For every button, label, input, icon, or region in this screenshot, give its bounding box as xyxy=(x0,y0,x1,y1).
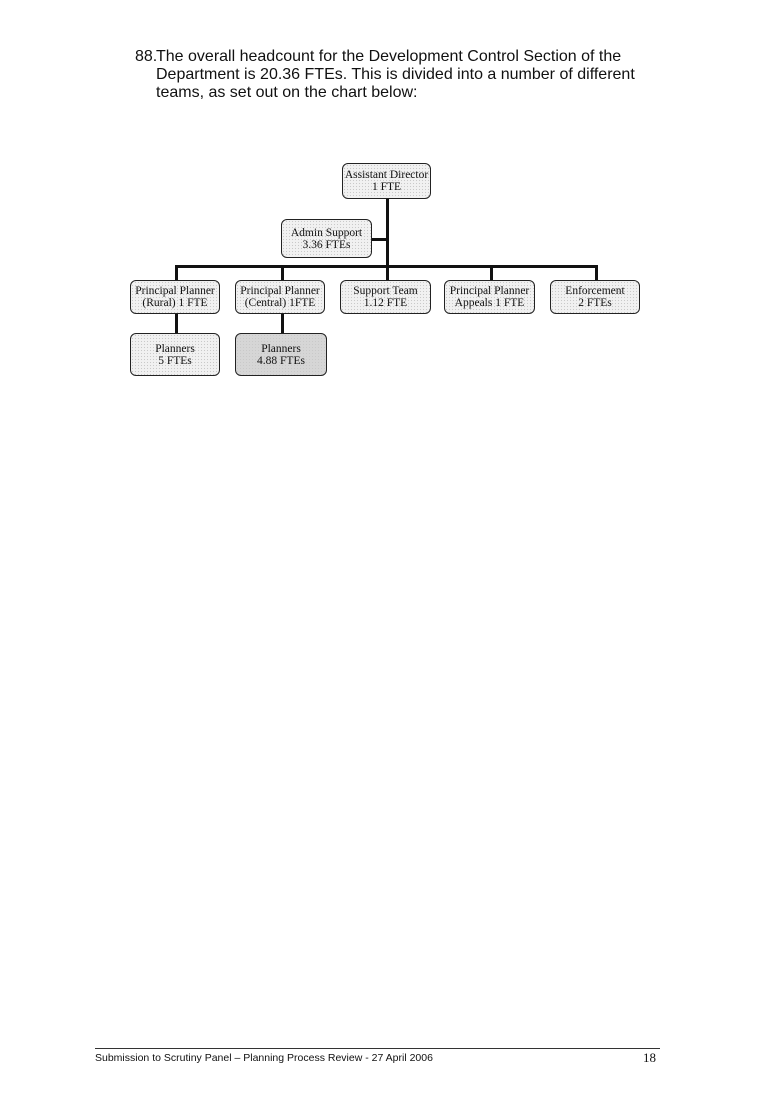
box-support-team: Support Team 1.12 FTE xyxy=(340,280,431,314)
box-support-team-title: Support Team xyxy=(353,285,418,297)
box-admin-support-fte: 3.36 FTEs xyxy=(302,238,351,251)
connector-director-trunk xyxy=(386,198,389,266)
box-assistant-director-fte: 1 FTE xyxy=(371,181,402,193)
footer-rule xyxy=(95,1048,660,1049)
box-principal-planner-appeals: Principal Planner Appeals 1 FTE xyxy=(444,280,535,314)
paragraph-88: 88. The overall headcount for the Develo… xyxy=(135,48,675,102)
connector-support xyxy=(386,265,389,281)
box-enforcement-fte: 2 FTEs xyxy=(578,297,612,309)
box-planners-central: Planners 4.88 FTEs xyxy=(235,333,327,376)
box-planners-rural-title: Planners xyxy=(155,342,195,355)
connector-admin xyxy=(371,238,387,241)
box-principal-planner-appeals-title: Principal Planner xyxy=(449,285,530,297)
footer-text: Submission to Scrutiny Panel – Planning … xyxy=(95,1052,433,1064)
box-planners-central-fte: 4.88 FTEs xyxy=(257,354,305,367)
box-assistant-director: Assistant Director 1 FTE xyxy=(342,163,431,199)
box-enforcement-title: Enforcement xyxy=(565,285,625,297)
box-admin-support: Admin Support 3.36 FTEs xyxy=(281,219,372,258)
box-principal-planner-central-title: Principal Planner xyxy=(240,285,320,297)
paragraph-body: Department is 20.36 FTEs. This is divide… xyxy=(156,66,635,101)
connector-appeals xyxy=(490,265,493,281)
paragraph-line-1: The overall headcount for the Developmen… xyxy=(156,48,622,65)
box-principal-planner-rural-fte: (Rural) 1 FTE xyxy=(142,297,208,309)
box-admin-support-title: Admin Support xyxy=(290,226,363,239)
box-assistant-director-title: Assistant Director xyxy=(344,169,429,181)
box-enforcement: Enforcement 2 FTEs xyxy=(550,280,640,314)
box-planners-central-title: Planners xyxy=(261,342,301,355)
box-principal-planner-central: Principal Planner (Central) 1FTE xyxy=(235,280,325,314)
box-principal-planner-appeals-fte: Appeals 1 FTE xyxy=(454,297,525,309)
box-planners-rural-fte: 5 FTEs xyxy=(158,354,192,367)
connector-enforcement xyxy=(595,265,598,281)
box-principal-planner-rural-title: Principal Planner xyxy=(135,285,215,297)
page-number: 18 xyxy=(643,1050,656,1065)
connector-central-planners xyxy=(281,313,284,334)
box-planners-rural: Planners 5 FTEs xyxy=(130,333,220,376)
connector-rural xyxy=(175,265,178,281)
box-principal-planner-rural: Principal Planner (Rural) 1 FTE xyxy=(130,280,220,314)
paragraph-number: 88. xyxy=(135,48,158,65)
box-support-team-fte: 1.12 FTE xyxy=(363,297,408,309)
connector-rural-planners xyxy=(175,313,178,334)
connector-central xyxy=(281,265,284,281)
box-principal-planner-central-fte: (Central) 1FTE xyxy=(244,297,316,309)
